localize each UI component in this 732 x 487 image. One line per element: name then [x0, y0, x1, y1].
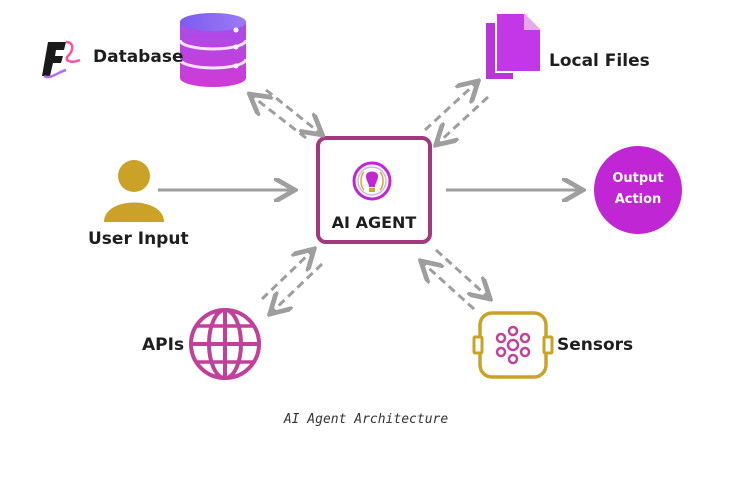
lightbulb-brain-icon: [352, 161, 392, 201]
arrow-apis-agent: [260, 251, 324, 312]
ai-agent-label: AI AGENT: [331, 213, 417, 232]
globe-icon: [189, 308, 261, 380]
f-logo-icon: [42, 40, 81, 79]
user-icon: [104, 160, 164, 222]
output-action-circle: [594, 146, 682, 234]
arrow-sensors-agent: [423, 248, 488, 311]
arrow-database-agent: [252, 88, 320, 140]
sensor-icon: [472, 311, 554, 379]
ai-agent-box: [316, 136, 432, 244]
output-action-label: Output Action: [612, 171, 664, 207]
arrow-files-agent: [423, 83, 490, 143]
diagram-caption: AI Agent Architecture: [283, 412, 449, 427]
apis-label: APIs: [142, 335, 185, 355]
local-files-label: Local Files: [549, 51, 650, 71]
sensors-label: Sensors: [557, 335, 634, 355]
files-icon: [486, 12, 542, 79]
user-input-label: User Input: [88, 229, 189, 249]
database-label: Database: [93, 47, 184, 67]
database-icon: [178, 13, 248, 87]
